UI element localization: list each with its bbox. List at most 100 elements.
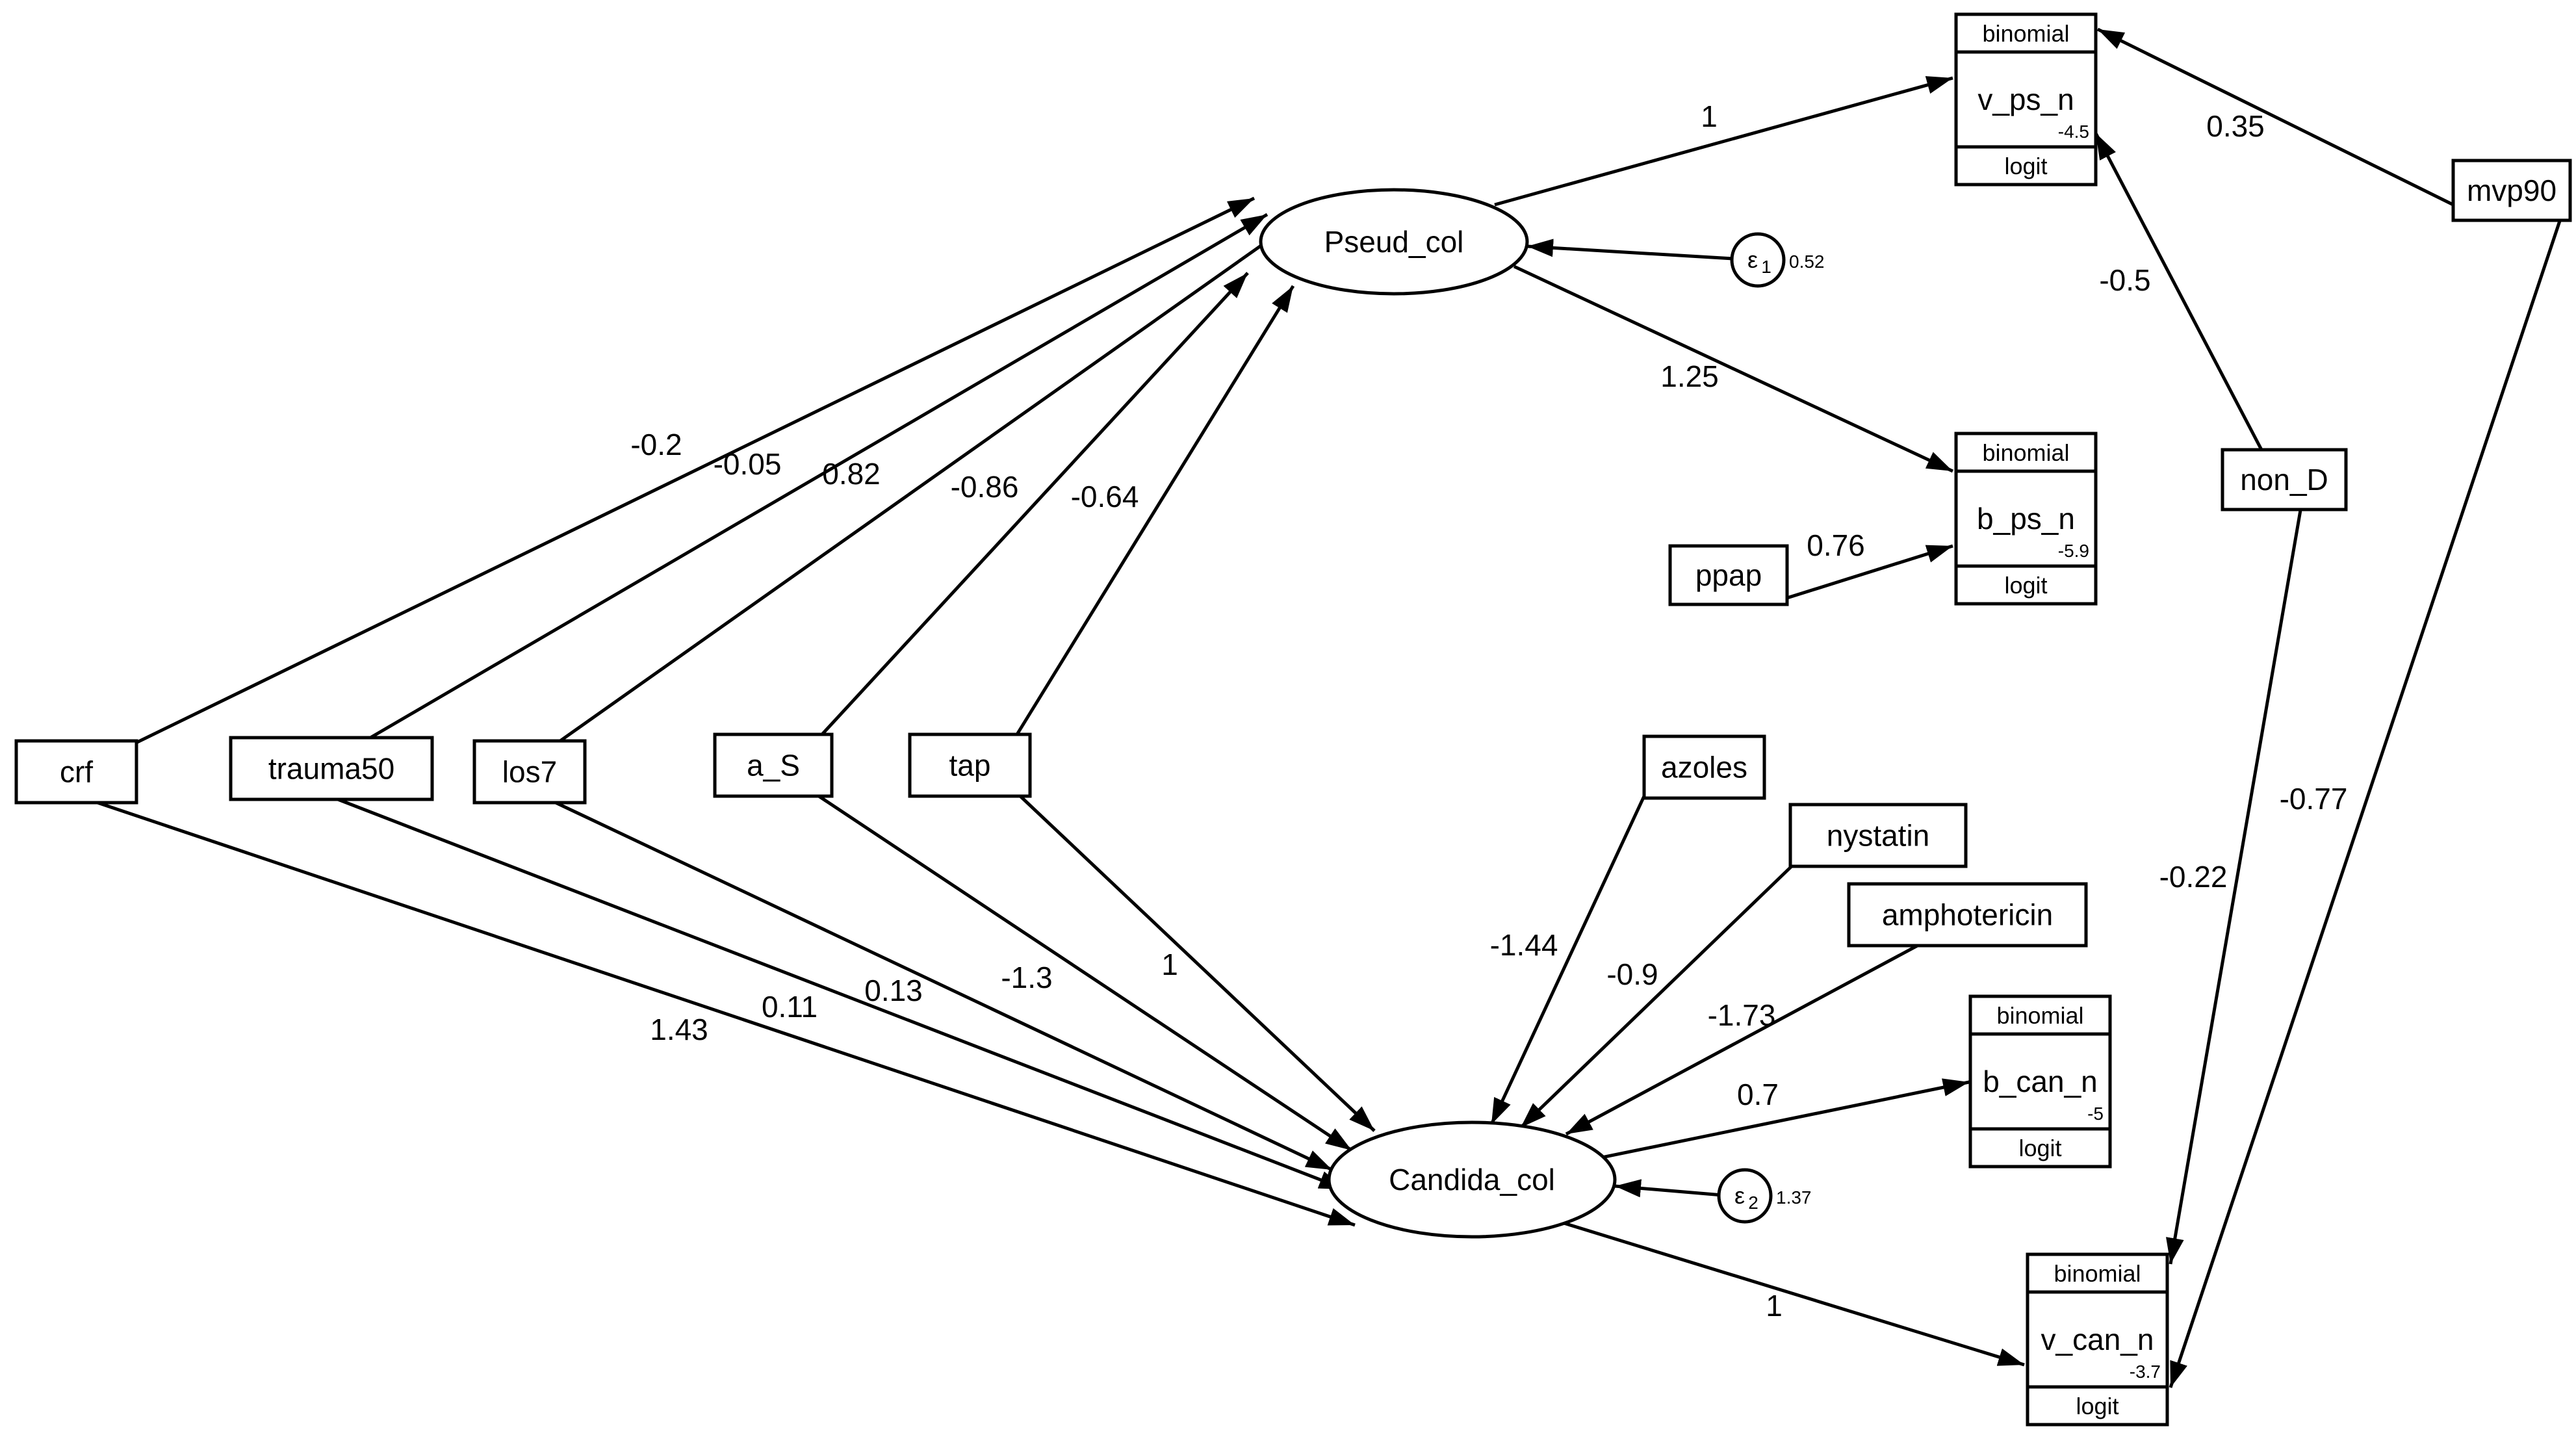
path-crf-to-candida	[97, 801, 1356, 1227]
observed-label: los7	[502, 755, 557, 789]
outcome-b_ps_n: binomial b_ps_n -5.9 logit	[1954, 432, 2098, 606]
observed-label: non_D	[2240, 463, 2328, 497]
coef-candida-to-v_can_n: 1	[1766, 1289, 1783, 1323]
observed-label: mvp90	[2467, 174, 2557, 207]
outcome-label: v_can_n	[2041, 1323, 2154, 1356]
coef-a_S-to-pseud: -0.86	[951, 470, 1019, 504]
coef-tap-to-pseud: -0.64	[1071, 480, 1139, 513]
latent-candida: Candida_col	[1327, 1120, 1617, 1239]
outcome-intercept: -5.9	[2058, 541, 2089, 561]
latent-label: Pseud_col	[1324, 225, 1464, 259]
observed-box	[1847, 882, 2088, 948]
path-ppap-to-b_ps_n	[1786, 544, 1953, 600]
observed-azoles: azoles	[1642, 734, 1766, 800]
latent-label: Candida_col	[1389, 1163, 1555, 1196]
outcome-link: logit	[2004, 572, 2047, 599]
paths-layer	[97, 27, 2572, 1388]
observed-box	[1668, 544, 1789, 606]
error-subscript: 2	[1748, 1193, 1758, 1213]
observed-label: crf	[60, 755, 93, 789]
observed-box	[14, 739, 138, 805]
outcome-family: binomial	[1982, 20, 2069, 47]
path-pseud-to-v_ps_n	[1494, 76, 1953, 207]
coef-tap-to-candida: 1	[1161, 948, 1178, 981]
coef-trauma50-to-candida: 0.11	[762, 990, 818, 1024]
error-symbol: ε	[1747, 246, 1758, 273]
outcome-label: b_ps_n	[1977, 502, 2075, 536]
error-symbol: ε	[1734, 1182, 1745, 1209]
path-trauma50-to-candida	[337, 797, 1346, 1191]
coef-los7-to-pseud: 0.82	[822, 457, 881, 491]
coef-nystatin-to-candida: -0.9	[1606, 957, 1658, 991]
path-los7-to-pseud	[559, 226, 1288, 743]
path-tap-to-pseud	[1015, 285, 1295, 736]
observed-non_D: non_D	[2221, 448, 2348, 511]
outcome-label: b_can_n	[1983, 1065, 2098, 1098]
error-path-e2	[1614, 1179, 1719, 1198]
observed-amphotericin: amphotericin	[1847, 882, 2088, 948]
observed-label: a_S	[747, 749, 800, 782]
path-nystatin-to-candida	[1519, 863, 1795, 1129]
error-circle	[1717, 1168, 1773, 1224]
path-non_D-to-v_ps_n	[2094, 132, 2263, 451]
path-candida-to-v_can_n	[1559, 1220, 2025, 1367]
latent-ellipse	[1327, 1120, 1617, 1239]
path-pseud-to-b_ps_n	[1513, 265, 1954, 473]
observed-label: azoles	[1661, 751, 1747, 784]
path-a_S-to-pseud	[821, 272, 1249, 736]
path-amphotericin-to-candida	[1565, 940, 1925, 1136]
observed-a_S: a_S	[713, 732, 834, 798]
outcome-box	[1968, 994, 2112, 1169]
observed-label: amphotericin	[1882, 898, 2053, 932]
coef-ppap-to-b_ps_n: 0.76	[1807, 528, 1865, 562]
coef-amphotericin-to-candida: -1.73	[1708, 998, 1776, 1032]
path-trauma50-to-pseud	[369, 213, 1269, 740]
path-los7-to-candida	[554, 801, 1333, 1172]
path-azoles-to-candida	[1489, 795, 1646, 1126]
coef-pseud-to-v_ps_n: 1	[1701, 99, 1718, 133]
outcome-box	[1954, 12, 2098, 187]
path-crf-to-pseud	[132, 196, 1256, 746]
outcome-link: logit	[2004, 153, 2047, 179]
observed-box	[2221, 448, 2348, 511]
path-tap-to-candida	[1019, 795, 1376, 1132]
coef-azoles-to-candida: -1.44	[1490, 928, 1558, 962]
path-a_S-to-candida	[818, 794, 1353, 1152]
observed-box	[2451, 159, 2572, 222]
outcome-link: logit	[2076, 1393, 2119, 1419]
error-subscript: 1	[1761, 257, 1771, 277]
coef-candida-to-b_can_n: 0.7	[1737, 1078, 1779, 1111]
path-mvp90-to-v_ps_n	[2096, 27, 2454, 207]
observed-box	[229, 736, 434, 801]
path-non_D-to-v_can_n	[2165, 510, 2302, 1265]
observed-box	[713, 732, 834, 798]
observed-box	[1642, 734, 1766, 800]
observed-crf: crf	[14, 739, 138, 805]
outcome-family: binomial	[1982, 439, 2069, 466]
latent-pseud: Pseud_col	[1259, 188, 1529, 296]
outcome-family: binomial	[2054, 1260, 2141, 1287]
coef-trauma50-to-pseud: -0.05	[714, 447, 782, 481]
outcome-intercept: -5	[2087, 1104, 2104, 1124]
observed-label: nystatin	[1827, 819, 1930, 853]
outcome-intercept: -3.7	[2130, 1362, 2161, 1382]
observed-label: tap	[949, 749, 991, 782]
error-path-e1	[1526, 239, 1732, 261]
coef-mvp90-to-v_ps_n: 0.35	[2206, 109, 2265, 143]
observed-nystatin: nystatin	[1788, 803, 1968, 868]
outcome-v_can_n: binomial v_can_n -3.7 logit	[2026, 1252, 2169, 1427]
latent-ellipse	[1259, 188, 1529, 296]
observed-label: trauma50	[268, 752, 394, 786]
observed-mvp90: mvp90	[2451, 159, 2572, 222]
observed-label: ppap	[1695, 558, 1762, 592]
error-variance: 0.52	[1789, 252, 1825, 272]
observed-ppap: ppap	[1668, 544, 1789, 606]
coef-pseud-to-b_ps_n: 1.25	[1660, 359, 1719, 393]
observed-box	[472, 739, 587, 805]
